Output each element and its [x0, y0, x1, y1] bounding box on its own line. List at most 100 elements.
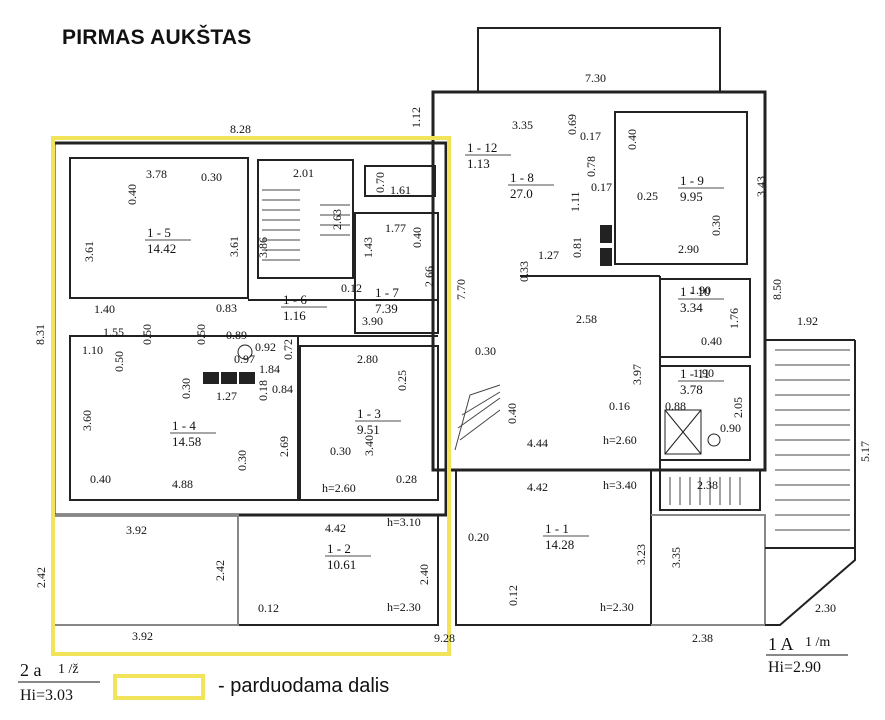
room-id: 1 - 4 — [172, 418, 196, 433]
dimension-label: 2.05 — [731, 397, 745, 418]
ceiling-height: h=2.60 — [322, 481, 356, 495]
dimension-label: 0.40 — [625, 129, 639, 150]
dimension-label: 0.30 — [475, 344, 496, 358]
room-area: 3.78 — [680, 382, 703, 397]
dimension-label: 0.50 — [140, 324, 154, 345]
dimension-label: 0.12 — [506, 585, 520, 606]
dimension-label: 2.66 — [422, 266, 436, 287]
dimension-label: 1.90 — [693, 366, 714, 380]
dimension-label: 0.40 — [701, 334, 722, 348]
room-area: 3.34 — [680, 300, 703, 315]
ceiling-height: h=3.40 — [603, 478, 637, 492]
dimension-label: 0.17 — [591, 180, 612, 194]
dimension-label: 0.92 — [255, 340, 276, 354]
dimension-label: 0.78 — [584, 156, 598, 177]
dimension-label: 3.61 — [227, 236, 241, 257]
dimension-label: 2.90 — [678, 242, 699, 256]
stamp-right-line3: Hi=2.90 — [768, 659, 821, 676]
room-id: 1 - 5 — [147, 225, 171, 240]
room-id: 1 - 11 — [680, 366, 710, 381]
dimension-label: 0.70 — [373, 172, 387, 193]
room-id: 1 - 8 — [510, 170, 534, 185]
dimension-label: 2.69 — [277, 436, 291, 457]
dimension-label: 8.28 — [230, 122, 251, 136]
room-area: 27.0 — [510, 186, 533, 201]
stamp-right-line2: 1 /m — [805, 635, 830, 650]
stamp-right-line1: 1 A — [768, 634, 794, 654]
room-id: 1 - 10 — [680, 284, 710, 299]
dimension-label: 2.58 — [576, 312, 597, 326]
dimension-label: 1.61 — [390, 183, 411, 197]
dimension-label: 1.27 — [216, 389, 237, 403]
stair-hatching — [262, 189, 850, 531]
dimension-label: 5.17 — [858, 441, 872, 462]
ceiling-height: h=2.30 — [387, 600, 421, 614]
room-id: 1 - 6 — [283, 292, 307, 307]
room-id: 1 - 3 — [357, 406, 381, 421]
room-area: 1.13 — [467, 156, 490, 171]
ceiling-height: h=2.30 — [600, 600, 634, 614]
dimension-label: 0.97 — [234, 352, 255, 366]
dimension-label: 2.30 — [815, 601, 836, 615]
room-labels: 1 - 114.281 - 210.611 - 39.511 - 414.581… — [145, 140, 724, 572]
dimension-label: 7.30 — [585, 71, 606, 85]
room-area: 9.51 — [357, 422, 380, 437]
dimension-label: 0.30 — [709, 215, 723, 236]
dimension-label: 8.31 — [33, 324, 47, 345]
dimension-label: 4.42 — [325, 521, 346, 535]
dimension-label: 1.76 — [727, 308, 741, 329]
dimension-label: 0.72 — [281, 339, 295, 360]
dimension-label: 0.30 — [330, 444, 351, 458]
dimension-label: 3.86 — [256, 237, 270, 258]
dimension-label: 9.28 — [434, 631, 455, 645]
dimension-label: 7.70 — [454, 279, 468, 300]
ceiling-height: h=3.10 — [387, 515, 421, 529]
room-area: 14.42 — [147, 241, 176, 256]
dimension-label: 1.90 — [690, 283, 711, 297]
dimension-label: 1.27 — [538, 248, 559, 262]
dimension-label: 0.88 — [665, 399, 686, 413]
stamp-left-line3: Hi=3.03 — [20, 687, 73, 704]
dimension-label: 3.90 — [362, 314, 383, 328]
dimension-label: 0.20 — [468, 530, 489, 544]
height-labels: h=2.60 h=2.60 h=3.10 h=2.30 h=2.30 h=3.40 — [322, 433, 637, 614]
dimension-label: 1.92 — [797, 314, 818, 328]
room-id: 1 - 1 — [545, 521, 569, 536]
dimension-label: 3.61 — [82, 241, 96, 262]
dimension-label: 0.12 — [258, 601, 279, 615]
dimension-label: 0.50 — [112, 351, 126, 372]
dimension-label: 3.40 — [362, 435, 376, 456]
dimension-label: 0.18 — [256, 380, 270, 401]
dimension-label: 2.42 — [34, 567, 48, 588]
dimension-label: 0.40 — [125, 184, 139, 205]
dimension-label: 0.30 — [201, 170, 222, 184]
dimension-label: 0.17 — [580, 129, 601, 143]
dimension-label: 1.43 — [361, 237, 375, 258]
room-area: 1.16 — [283, 308, 306, 323]
room-area: 14.58 — [172, 434, 201, 449]
legend-swatch — [113, 674, 205, 700]
room-id: 1 - 7 — [375, 285, 399, 300]
dimension-label: 4.44 — [527, 436, 548, 450]
dimension-label: 0.40 — [90, 472, 111, 486]
room-id: 1 - 9 — [680, 173, 704, 188]
dimension-label: 0.40 — [410, 227, 424, 248]
ceiling-height: h=2.60 — [603, 433, 637, 447]
dimension-label: 1.77 — [385, 221, 406, 235]
dimension-label: 0.25 — [637, 189, 658, 203]
dimension-label: 0.84 — [272, 382, 293, 396]
dimension-label: 0.30 — [179, 378, 193, 399]
room-area: 7.39 — [375, 301, 398, 316]
dimension-label: 2.38 — [697, 478, 718, 492]
dimension-label: 2.40 — [417, 564, 431, 585]
room-area: 10.61 — [327, 557, 356, 572]
dimension-label: 0.16 — [609, 399, 630, 413]
dimension-label: 2.80 — [357, 352, 378, 366]
dimension-label: 3.92 — [126, 523, 147, 537]
dimension-label: 0.69 — [565, 114, 579, 135]
floor-title: PIRMAS AUKŠTAS — [62, 26, 252, 49]
dimension-label: 2.01 — [293, 166, 314, 180]
dimension-label: 1.10 — [82, 343, 103, 357]
